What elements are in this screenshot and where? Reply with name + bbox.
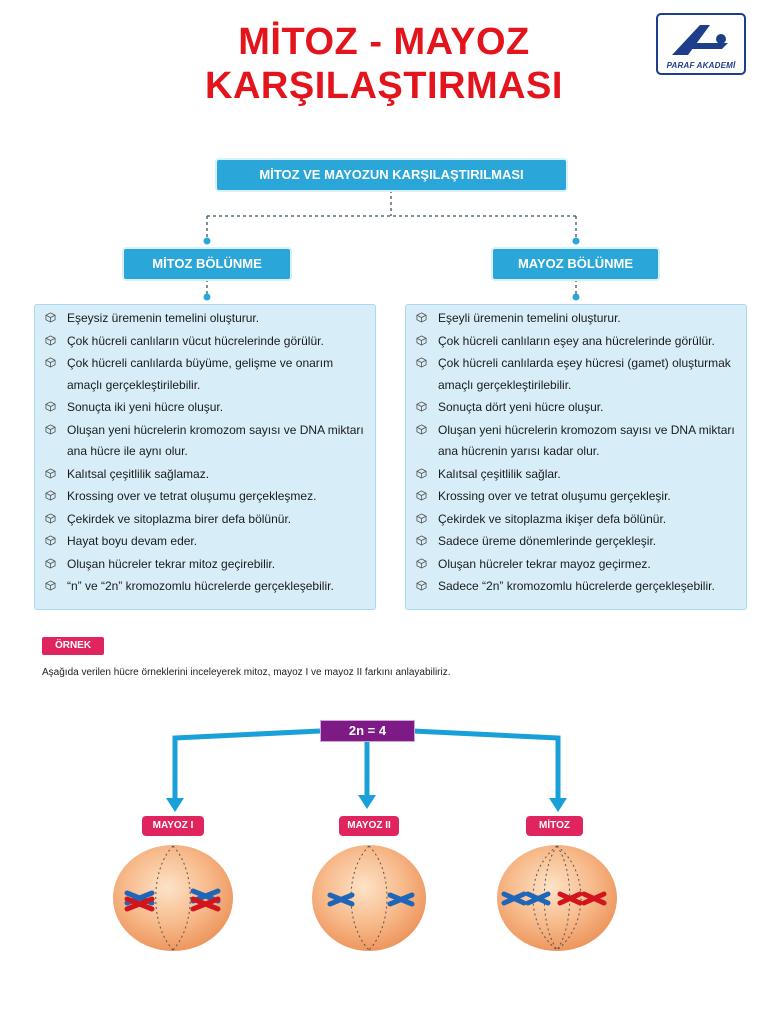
mitoz-item-text: Oluşan hücreler tekrar mitoz geçirebilir… <box>67 556 276 571</box>
cube-icon <box>45 467 56 479</box>
cube-icon <box>416 467 427 479</box>
chromosome-pair-right <box>190 888 221 912</box>
mitoz-item: Çok hücreli canlılarda büyüme, gelişme v… <box>43 353 367 396</box>
title-line-1: MİTOZ - MAYOZ <box>238 21 530 63</box>
mayoz-item: Kalıtsal çeşitlilik sağlar. <box>414 464 738 486</box>
cell-mitoz <box>497 845 617 951</box>
comparison-connectors <box>203 190 580 301</box>
cube-icon <box>416 423 427 435</box>
chromosome-row <box>501 891 607 906</box>
mayoz-item: Çekirdek ve sitoplazma ikişer defa bölün… <box>414 509 738 531</box>
mayoz-item: Oluşan hücreler tekrar mayoz geçirmez. <box>414 554 738 576</box>
mitoz-item: Krossing over ve tetrat oluşumu gerçekle… <box>43 486 367 508</box>
mitoz-list: Eşeysiz üremenin temelini oluşturur. Çok … <box>43 308 367 598</box>
cube-icon <box>45 334 56 346</box>
mayoz-item-text: Çekirdek ve sitoplazma ikişer defa bölün… <box>438 511 667 526</box>
cube-icon <box>45 580 56 591</box>
cell-label-mayoz-1: MAYOZ I <box>142 816 204 836</box>
mitoz-item-text: Hayat boyu devam eder. <box>67 534 198 548</box>
page-title: MİTOZ - MAYOZ KARŞILAŞTIRMASI <box>0 20 768 108</box>
cube-icon <box>45 401 56 412</box>
logo-text: PARAF AKADEMİ <box>666 61 736 70</box>
chromosome-right <box>387 892 415 907</box>
mitoz-item-text: Oluşan yeni hücrelerin kromozom sayısı v… <box>67 422 364 459</box>
cube-icon <box>416 490 427 501</box>
cube-icon <box>416 401 427 412</box>
mayoz-title: MAYOZ BÖLÜNME <box>493 249 658 279</box>
example-badge: ÖRNEK <box>42 637 104 655</box>
mayoz-item-text: Sonuçta dört yeni hücre oluşur. <box>438 400 604 414</box>
cube-icon <box>45 312 56 323</box>
mayoz-item: Eşeyli üremenin temelini oluşturur. <box>414 308 738 330</box>
mitoz-item-text: “n” ve “2n” kromozomlu hücrelerde gerçek… <box>67 579 334 593</box>
comparison-header: MİTOZ VE MAYOZUN KARŞILAŞTIRILMASI <box>217 160 566 190</box>
mayoz-item: Çok hücreli canlılarda eşey hücresi (gam… <box>414 353 738 396</box>
mayoz-item: Sadece “2n” kromozomlu hücrelerde gerçek… <box>414 576 738 598</box>
ploidy-label: 2n = 4 <box>320 720 415 742</box>
cube-icon <box>416 334 427 346</box>
cube-icon <box>45 357 56 368</box>
mitoz-item: Oluşan hücreler tekrar mitoz geçirebilir… <box>43 554 367 576</box>
mayoz-item: Çok hücreli canlıların eşey ana hücreler… <box>414 331 738 353</box>
mitoz-item-text: Çok hücreli canlılarda büyüme, gelişme v… <box>67 356 334 392</box>
cell-mayoz-2 <box>312 845 426 951</box>
cube-icon <box>45 512 56 524</box>
cube-icon <box>45 490 56 501</box>
mitoz-item: Oluşan yeni hücrelerin kromozom sayısı v… <box>43 420 367 463</box>
mayoz-list: Eşeyli üremenin temelini oluşturur. Çok h… <box>414 308 738 598</box>
mayoz-item: Krossing over ve tetrat oluşumu gerçekle… <box>414 486 738 508</box>
cube-icon <box>45 557 56 569</box>
mitoz-item-text: Kalıtsal çeşitlilik sağlamaz. <box>67 466 210 481</box>
mitoz-panel: Eşeysiz üremenin temelini oluşturur. Çok … <box>34 304 376 610</box>
chromosome-pair-left <box>124 890 155 912</box>
mitoz-item: Çok hücreli canlıların vücut hücrelerind… <box>43 331 367 353</box>
cube-icon <box>416 312 427 323</box>
mitoz-item: Eşeysiz üremenin temelini oluşturur. <box>43 308 367 330</box>
mayoz-item-text: Sadece üreme dönemlerinde gerçekleşir. <box>438 534 657 548</box>
mayoz-item: Sonuçta dört yeni hücre oluşur. <box>414 397 738 419</box>
mayoz-item-text: Çok hücreli canlılarda eşey hücresi (gam… <box>438 356 731 392</box>
cube-icon <box>416 357 427 368</box>
cube-icon <box>416 557 427 569</box>
mayoz-item-text: Çok hücreli canlıların eşey ana hücreler… <box>438 333 715 348</box>
cube-icon <box>416 512 427 524</box>
mitoz-item-text: Çekirdek ve sitoplazma birer defa bölünü… <box>67 511 292 526</box>
mitoz-item-text: Eşeysiz üremenin temelini oluşturur. <box>67 311 260 325</box>
mayoz-item: Oluşan yeni hücrelerin kromozom sayısı v… <box>414 420 738 463</box>
mitoz-item-text: Sonuçta iki yeni hücre oluşur. <box>67 400 224 414</box>
cube-icon <box>416 580 427 591</box>
mayoz-item-text: Krossing over ve tetrat oluşumu gerçekle… <box>438 489 671 503</box>
cube-icon <box>416 535 427 546</box>
mitoz-item: Hayat boyu devam eder. <box>43 531 367 553</box>
paraf-akademi-logo: PARAF AKADEMİ <box>656 13 746 75</box>
mitoz-title: MİTOZ BÖLÜNME <box>124 249 290 279</box>
mayoz-panel: Eşeyli üremenin temelini oluşturur. Çok h… <box>405 304 747 610</box>
cell-label-mitoz: MİTOZ <box>526 816 583 836</box>
mayoz-item-text: Oluşan yeni hücrelerin kromozom sayısı v… <box>438 422 735 459</box>
mayoz-item-text: Sadece “2n” kromozomlu hücrelerde gerçek… <box>438 579 715 593</box>
mayoz-item-text: Kalıtsal çeşitlilik sağlar. <box>438 466 561 481</box>
mitoz-item-text: Krossing over ve tetrat oluşumu gerçekle… <box>67 489 317 503</box>
mayoz-item-text: Oluşan hücreler tekrar mayoz geçirmez. <box>438 556 651 571</box>
title-line-2: KARŞILAŞTIRMASI <box>205 65 563 107</box>
cell-label-mayoz-2: MAYOZ II <box>339 816 399 836</box>
cube-icon <box>45 535 56 546</box>
mayoz-item-text: Eşeyli üremenin temelini oluşturur. <box>438 311 621 325</box>
cell-mayoz-1 <box>113 845 233 951</box>
chromosome-left <box>327 892 355 907</box>
cube-icon <box>45 423 56 435</box>
example-text: Aşağıda verilen hücre örneklerini incele… <box>42 667 451 678</box>
mayoz-item: Sadece üreme dönemlerinde gerçekleşir. <box>414 531 738 553</box>
mitoz-item: “n” ve “2n” kromozomlu hücrelerde gerçek… <box>43 576 367 598</box>
logo-arrow-icon <box>672 25 728 55</box>
mitoz-item-text: Çok hücreli canlıların vücut hücrelerind… <box>67 333 324 348</box>
mitoz-item: Sonuçta iki yeni hücre oluşur. <box>43 397 367 419</box>
mitoz-item: Kalıtsal çeşitlilik sağlamaz. <box>43 464 367 486</box>
mitoz-item: Çekirdek ve sitoplazma birer defa bölünü… <box>43 509 367 531</box>
